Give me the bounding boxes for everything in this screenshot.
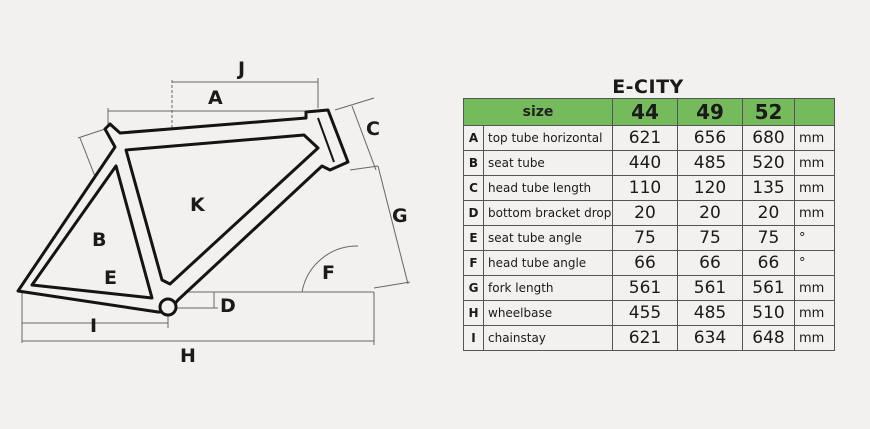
row-letter: E [463,225,484,251]
row-name: seat tube [483,150,613,176]
row-name: head tube angle [483,250,613,276]
row-unit: mm [794,200,835,226]
table-row: I chainstay 621 634 648 mm [463,325,835,351]
row-name: wheelbase [483,300,613,326]
size-44-header: 44 [612,98,678,126]
row-unit: mm [794,325,835,351]
value-44: 561 [612,275,678,301]
table-title: E-CITY [612,76,684,98]
label-d: D [220,295,236,317]
value-49: 656 [677,125,743,151]
row-name: bottom bracket drop [483,200,613,226]
table-row: E seat tube angle 75 75 75 ° [463,225,835,251]
row-letter: I [463,325,484,351]
value-44: 66 [612,250,678,276]
size-header: size [463,98,613,126]
row-letter: C [463,175,484,201]
row-letter: G [463,275,484,301]
value-52: 20 [742,200,795,226]
row-unit: mm [794,275,835,301]
value-49: 66 [677,250,743,276]
value-49: 485 [677,150,743,176]
row-name: fork length [483,275,613,301]
table-row: H wheelbase 455 485 510 mm [463,300,835,326]
table-row: G fork length 561 561 561 mm [463,275,835,301]
row-unit: ° [794,250,835,276]
label-a: A [208,87,223,109]
label-e: E [104,267,117,289]
row-unit: mm [794,150,835,176]
value-49: 485 [677,300,743,326]
value-52: 510 [742,300,795,326]
table-row: D bottom bracket drop 20 20 20 mm [463,200,835,226]
label-b: B [92,229,106,251]
row-unit: ° [794,225,835,251]
table-row: F head tube angle 66 66 66 ° [463,250,835,276]
label-c: C [366,118,380,140]
value-44: 621 [612,325,678,351]
value-49: 120 [677,175,743,201]
table-row: B seat tube 440 485 520 mm [463,150,835,176]
bike-frame [16,108,350,317]
value-52: 135 [742,175,795,201]
geometry-table: size 44 49 52 A top tube horizontal 621 … [463,98,835,351]
value-49: 75 [677,225,743,251]
table-header-row: size 44 49 52 [463,98,835,126]
row-letter: A [463,125,484,151]
label-f: F [322,262,335,284]
value-52: 75 [742,225,795,251]
label-h: H [180,345,196,367]
row-letter: F [463,250,484,276]
value-52: 520 [742,150,795,176]
unit-header [794,98,835,126]
value-44: 20 [612,200,678,226]
label-g: G [392,205,408,227]
row-letter: B [463,150,484,176]
value-44: 75 [612,225,678,251]
row-unit: mm [794,300,835,326]
row-unit: mm [794,175,835,201]
row-name: chainstay [483,325,613,351]
value-52: 648 [742,325,795,351]
value-44: 621 [612,125,678,151]
row-unit: mm [794,125,835,151]
value-52: 561 [742,275,795,301]
size-52-header: 52 [742,98,795,126]
row-letter: D [463,200,484,226]
value-49: 634 [677,325,743,351]
value-44: 440 [612,150,678,176]
row-name: head tube length [483,175,613,201]
value-49: 561 [677,275,743,301]
row-name: top tube horizontal [483,125,613,151]
dimension-letters: J A C K G B E F D I H [90,58,408,367]
value-44: 455 [612,300,678,326]
value-52: 680 [742,125,795,151]
label-i: I [90,315,97,337]
label-k: K [190,194,206,216]
table-row: A top tube horizontal 621 656 680 mm [463,125,835,151]
frame-geometry-diagram: J A C K G B E F D I H [16,58,411,367]
value-52: 66 [742,250,795,276]
row-letter: H [463,300,484,326]
row-name: seat tube angle [483,225,613,251]
label-j: J [236,58,245,80]
table-row: C head tube length 110 120 135 mm [463,175,835,201]
value-44: 110 [612,175,678,201]
value-49: 20 [677,200,743,226]
size-49-header: 49 [677,98,743,126]
